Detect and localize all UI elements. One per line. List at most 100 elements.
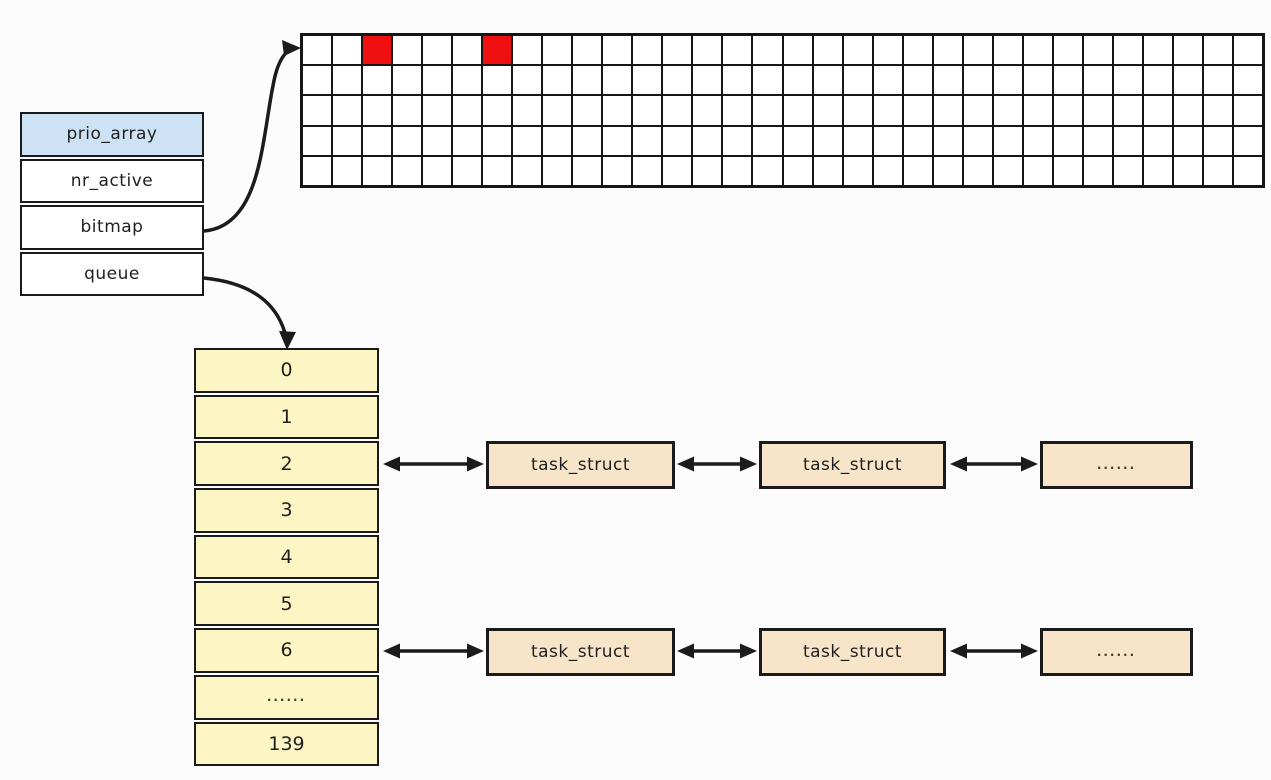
bit-cell: [1083, 36, 1112, 65]
bit-cell: [573, 36, 602, 65]
bitmap-pointer-arrow: [203, 40, 301, 233]
bit-cell: [843, 66, 872, 95]
bit-cell: [1053, 96, 1082, 125]
bit-cell: [513, 96, 542, 125]
queue-cell: 2: [194, 441, 379, 487]
bit-cell: [873, 96, 902, 125]
double-arrow: [677, 456, 757, 472]
bit-cell: [1023, 36, 1052, 65]
bit-cell: [1143, 66, 1172, 95]
bit-cell: [303, 36, 332, 65]
bit-cell: [663, 126, 692, 155]
bit-cell: [783, 96, 812, 125]
bit-cell: [1023, 96, 1052, 125]
bit-cell: [693, 96, 722, 125]
queue-cell: ......: [194, 674, 379, 720]
bit-cell: [723, 96, 752, 125]
bit-cell: [753, 156, 782, 185]
bit-cell: [1233, 66, 1262, 95]
bit-cell: [963, 66, 992, 95]
bit-cell: [933, 156, 962, 185]
bit-cell: [1173, 96, 1202, 125]
bit-cell: [723, 156, 752, 185]
bit-cell: [1083, 156, 1112, 185]
bit-cell: [603, 126, 632, 155]
bit-cell: [663, 96, 692, 125]
bit-cell: [873, 36, 902, 65]
bit-cell: [813, 96, 842, 125]
double-arrow: [383, 643, 484, 659]
bit-cell: [663, 66, 692, 95]
bit-cell: [393, 126, 422, 155]
bit-cell: [813, 66, 842, 95]
bit-cell: [1113, 96, 1142, 125]
bit-cell: [333, 36, 362, 65]
double-arrow: [383, 456, 484, 472]
queue-cell: 1: [194, 394, 379, 440]
bit-cell: [573, 126, 602, 155]
bit-cell: [933, 96, 962, 125]
bit-cell: [1173, 156, 1202, 185]
bit-cell: [663, 36, 692, 65]
bit-cell: [993, 156, 1022, 185]
bit-cell: [573, 156, 602, 185]
bit-cell: [1023, 66, 1052, 95]
bit-cell: [573, 66, 602, 95]
bit-cell: [303, 156, 332, 185]
bit-cell: [573, 96, 602, 125]
bit-cell: [513, 156, 542, 185]
struct-field-nr-active: nr_active: [20, 158, 204, 203]
queue-cell: 4: [194, 534, 379, 580]
struct-header: prio_array: [20, 112, 204, 157]
bit-cell: [1173, 66, 1202, 95]
task-struct-box: task_struct: [759, 441, 946, 489]
task-struct-box: task_struct: [486, 441, 675, 489]
bit-cell: [993, 36, 1022, 65]
bit-cell: [1143, 36, 1172, 65]
bit-cell-set: [483, 36, 512, 65]
queue-cell: 6: [194, 628, 379, 673]
bit-cell: [963, 156, 992, 185]
bit-cell: [363, 96, 392, 125]
bit-cell: [423, 96, 452, 125]
bit-cell: [1143, 96, 1172, 125]
double-arrow: [950, 456, 1038, 472]
bit-cell: [903, 156, 932, 185]
bit-cell: [843, 96, 872, 125]
bit-cell: [1113, 156, 1142, 185]
bit-cell: [1053, 66, 1082, 95]
bit-cell: [483, 126, 512, 155]
bit-cell: [1053, 156, 1082, 185]
bit-cell: [543, 126, 572, 155]
bit-cell: [693, 66, 722, 95]
queue-cell: 3: [194, 488, 379, 533]
bit-cell: [393, 36, 422, 65]
bit-cell: [873, 66, 902, 95]
bit-cell: [333, 66, 362, 95]
queue-cell: 139: [194, 721, 379, 767]
bit-cell: [1203, 126, 1232, 155]
bit-cell: [423, 156, 452, 185]
bit-cell: [753, 126, 782, 155]
bit-cell: [963, 126, 992, 155]
bit-cell: [453, 126, 482, 155]
bit-cell: [633, 96, 662, 125]
bit-cell: [1023, 156, 1052, 185]
bit-cell: [423, 66, 452, 95]
bit-cell: [933, 66, 962, 95]
bit-cell: [693, 36, 722, 65]
bit-cell: [513, 66, 542, 95]
struct-field-bitmap: bitmap: [20, 205, 204, 250]
bit-cell: [1143, 126, 1172, 155]
bit-cell: [873, 156, 902, 185]
bit-cell: [363, 156, 392, 185]
bit-cell: [993, 66, 1022, 95]
bit-cell: [303, 66, 332, 95]
bit-cell: [903, 66, 932, 95]
bit-cell: [603, 66, 632, 95]
bit-cell: [723, 126, 752, 155]
bit-cell: [1203, 156, 1232, 185]
